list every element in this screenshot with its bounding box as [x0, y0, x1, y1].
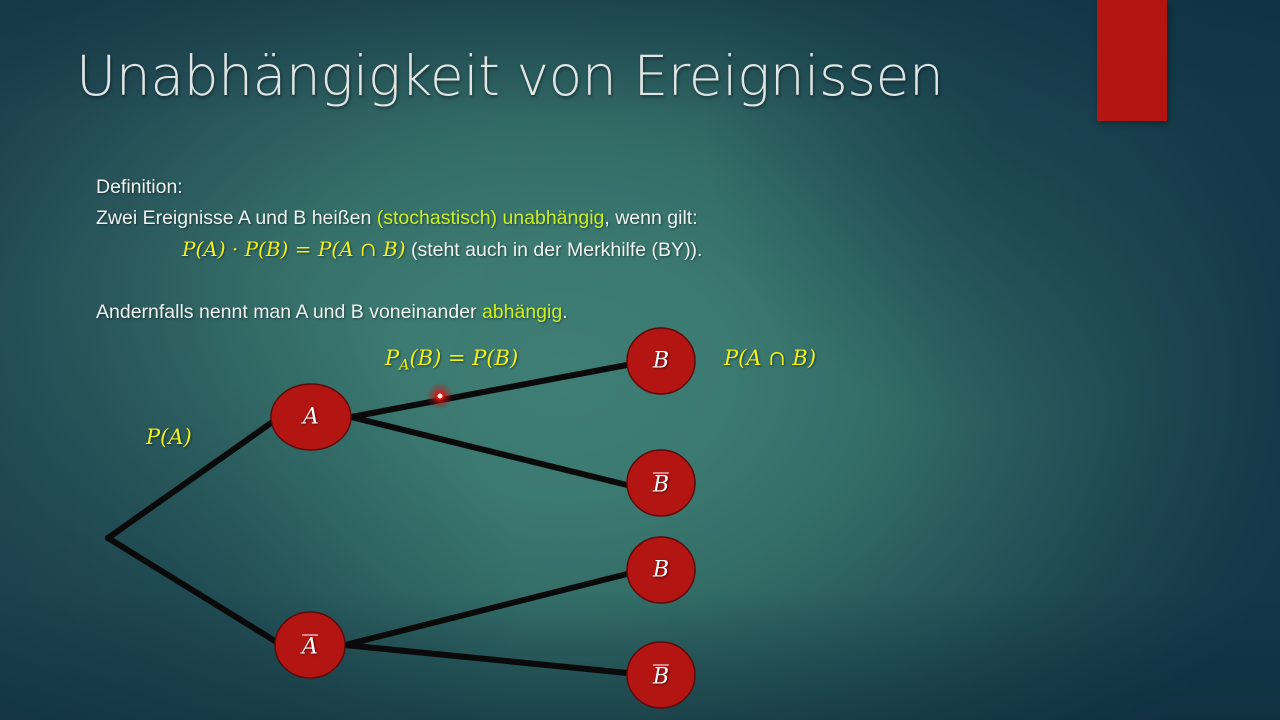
tree-edge: [342, 571, 630, 648]
tree-node-label-a: A: [303, 404, 319, 430]
label-branch-prob-a-text: P(A): [146, 425, 192, 449]
otherwise-sentence: Andernfalls nennt man A und B voneinande…: [96, 297, 702, 328]
label-joint-prob-text: P(A ∩ B): [724, 346, 817, 370]
formula-pb: P(B): [244, 237, 289, 261]
definition-sentence: Zwei Ereignisse A und B heißen (stochast…: [96, 203, 702, 234]
tree-edge: [342, 642, 630, 676]
formula-dot: ·: [225, 237, 245, 261]
definition-sentence-highlight: (stochastisch) unabhängig: [376, 207, 605, 229]
tree-edge: [348, 414, 630, 488]
tree-node-label-b-bar-top: B: [652, 472, 670, 498]
tree-nodes: [270, 327, 696, 709]
tree-node-label-b-bot: B: [652, 557, 670, 583]
label-conditional-prob: PA(B) = P(B): [385, 346, 518, 373]
tree-node-label-b-top: B: [652, 348, 670, 374]
tree-node-b-bar-bot[interactable]: [626, 641, 696, 709]
otherwise-pre: Andernfalls nennt man A und B voneinande…: [96, 301, 482, 323]
tree-node-label-b-bar-bot: B: [652, 664, 670, 690]
page-title: Unabhängigkeit von Ereignissen: [76, 44, 944, 108]
tree-node-b-bot[interactable]: [626, 536, 696, 604]
definition-sentence-pre: Zwei Ereignisse A und B heißen: [96, 207, 377, 229]
otherwise-post: .: [562, 301, 568, 323]
formula-pa: P(A): [182, 237, 226, 261]
label-conditional-prob-p: P: [385, 346, 400, 370]
label-conditional-prob-sub: A: [399, 357, 410, 374]
tree-node-a[interactable]: [270, 383, 352, 451]
tree-node-b-bar-top[interactable]: [626, 449, 696, 517]
cursor-pointer-dot: [427, 383, 453, 409]
definition-block: Definition: Zwei Ereignisse A und B heiß…: [96, 172, 702, 328]
tree-edge: [348, 362, 630, 420]
tree-edge: [105, 535, 278, 644]
label-conditional-prob-rest: (B) = P(B): [409, 346, 519, 370]
formula-intersection: P(A ∩ B): [317, 237, 406, 261]
tree-node-a-bar[interactable]: [274, 611, 346, 679]
definition-heading: Definition:: [96, 176, 183, 198]
tree-edge: [105, 420, 274, 541]
tree-edges: [105, 362, 630, 676]
label-joint-prob: P(A ∩ B): [724, 346, 816, 370]
tree-node-b-top[interactable]: [626, 327, 696, 395]
formula-note: (steht auch in der Merkhilfe (BY)).: [405, 239, 703, 261]
label-branch-prob-a: P(A): [146, 425, 192, 449]
definition-sentence-post: , wenn gilt:: [604, 207, 698, 229]
accent-bar: [1097, 0, 1167, 121]
formula-equals: =: [288, 237, 318, 261]
tree-node-label-a-bar: A: [302, 634, 318, 660]
otherwise-highlight: abhängig: [481, 301, 563, 323]
definition-formula-line: P(A) · P(B) = P(A ∩ B) (steht auch in de…: [96, 234, 702, 266]
